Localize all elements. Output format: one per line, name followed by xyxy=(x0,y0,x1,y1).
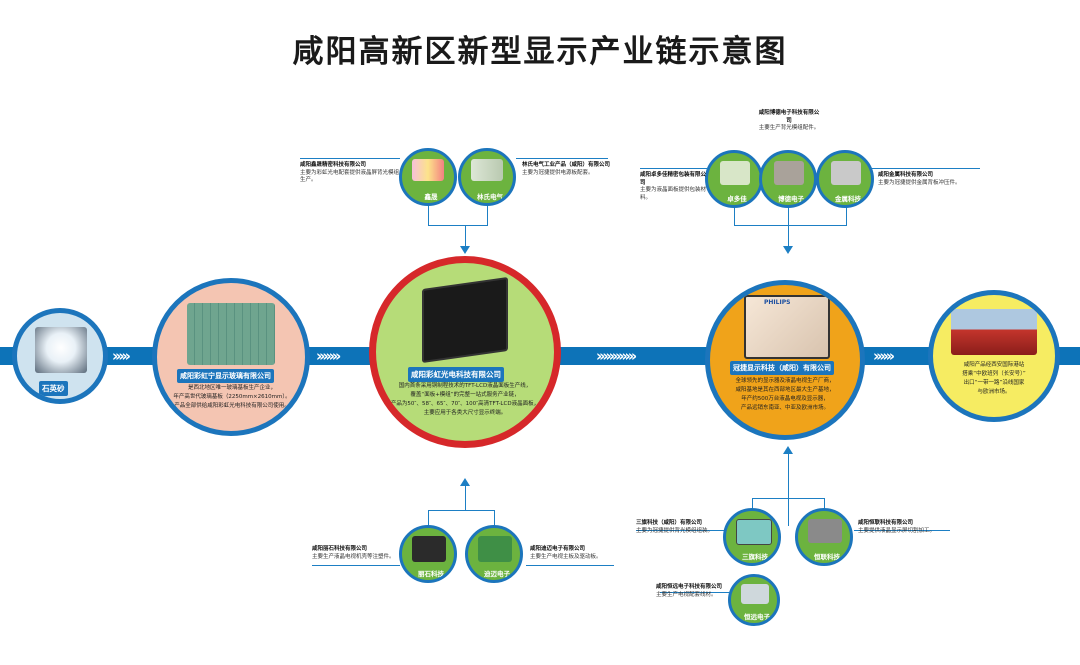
philips-brand: PHILIPS xyxy=(764,299,791,306)
connector-line xyxy=(428,205,429,225)
supplier-label: 迪迈电子 xyxy=(484,570,510,578)
supplier-image xyxy=(478,536,512,562)
connector-line xyxy=(487,205,488,225)
connector-line xyxy=(824,498,825,510)
note-sanqi: 三旗科技（咸阳）有限公司 主要为冠捷提供背光模组组装。 xyxy=(636,520,714,534)
supplier-linshi: 林氏电气 xyxy=(458,148,516,206)
supplier-hengyuan: 恒远电子 xyxy=(728,574,780,626)
note-pointer xyxy=(854,530,950,531)
panel-company-label: 咸阳彩虹光电科技有限公司 xyxy=(408,367,504,382)
lcd-panel-image xyxy=(422,276,508,364)
chevron-arrows-icon: ››››››› xyxy=(316,347,341,365)
arrow-down-icon xyxy=(783,246,793,254)
supplier-dimai: 迪迈电子 xyxy=(465,525,523,583)
supplier-image xyxy=(774,161,804,185)
supplier-image xyxy=(736,519,772,545)
connector-line xyxy=(788,454,789,526)
connector-line xyxy=(465,225,466,247)
node-panel-company: 咸阳彩虹光电科技有限公司 国内首条采用铜制程技术的TFT-LCD液晶面板生产线，… xyxy=(369,256,561,448)
connector-line xyxy=(752,498,753,510)
panel-description: 国内首条采用铜制程技术的TFT-LCD液晶面板生产线， 覆盖“面板+模组”的完整… xyxy=(390,383,540,416)
tv-company-label: 冠捷显示科技（咸阳）有限公司 xyxy=(730,361,834,375)
glass-description: 是西北地区唯一玻璃基板生产企业， 年产高世代玻璃基板（2250mm×2610mm… xyxy=(173,385,291,409)
supplier-image xyxy=(720,161,750,185)
chevron-arrows-icon: ››››› xyxy=(112,347,131,365)
note-pointer xyxy=(640,168,708,169)
connector-line xyxy=(752,498,824,499)
supplier-label: 林氏电气 xyxy=(477,193,503,201)
note-pointer xyxy=(526,565,614,566)
note-pointer xyxy=(872,168,980,169)
supplier-label: 鑫晟 xyxy=(424,193,438,201)
connector-line xyxy=(465,486,466,510)
note-bode: 咸阳博德电子科技有限公司 主要生产背光模组配件。 xyxy=(758,110,820,131)
node-glass-substrate: 咸阳彩虹宁显示玻璃有限公司 是西北地区唯一玻璃基板生产企业， 年产高世代玻璃基板… xyxy=(152,278,310,436)
quartz-sand-image xyxy=(35,327,87,373)
note-pointer xyxy=(636,530,724,531)
note-pointer xyxy=(516,158,608,159)
glass-substrate-image xyxy=(187,303,275,365)
train-image xyxy=(951,309,1037,355)
connector-line xyxy=(428,225,488,226)
note-zhuoduojia: 咸阳卓多佳精密包装有限公司 主要为液晶面板提供包装材料。 xyxy=(640,172,707,201)
arrow-up-icon xyxy=(783,446,793,454)
note-dimai: 咸阳迪迈电子有限公司 主要生产电视主板及驱动板。 xyxy=(530,546,602,560)
supplier-label: 金属科技 xyxy=(835,195,861,203)
note-pointer xyxy=(660,592,730,593)
supplier-label: 三旗科技 xyxy=(742,553,768,561)
supplier-image xyxy=(808,519,842,543)
supplier-henglian: 恒联科技 xyxy=(795,508,853,566)
note-pointer xyxy=(300,158,400,159)
connector-line xyxy=(494,510,495,526)
supplier-label: 卓多佳 xyxy=(727,195,747,203)
supplier-image xyxy=(412,536,446,562)
note-xinsheng: 咸阳鑫晟精密科技有限公司 主要为彩虹光电配套提供液晶屏背光模组生产。 xyxy=(300,162,400,183)
supplier-label: 恒联科技 xyxy=(814,553,840,561)
node-export-train: 咸阳产品经西安国际港站 搭乘“中欧班列（长安号）” 出口“一带一路”沿线国家 与… xyxy=(928,290,1060,422)
chevron-arrows-icon: ›››››› xyxy=(873,347,895,365)
node-tv-company: PHILIPS 冠捷显示科技（咸阳）有限公司 全球领先的显示器及液晶电视生产厂商… xyxy=(705,280,865,440)
note-lishi: 咸阳丽石科技有限公司 主要生产液晶电视机壳等注塑件。 xyxy=(312,546,395,560)
connector-line xyxy=(846,207,847,225)
supplier-lishi: 丽石科技 xyxy=(399,525,457,583)
supplier-label: 恒远电子 xyxy=(744,613,770,621)
tv-product-image: PHILIPS xyxy=(744,295,830,359)
supplier-sanqi: 三旗科技 xyxy=(723,508,781,566)
tv-description: 全球领先的显示器及液晶电视生产厂商， 咸阳基地是其在西部地区最大生产基地， 年产… xyxy=(735,378,835,411)
supplier-image xyxy=(741,584,769,604)
note-pointer xyxy=(312,565,400,566)
connector-line xyxy=(788,207,789,247)
connector-line xyxy=(428,510,429,526)
arrow-down-icon xyxy=(460,246,470,254)
chevron-arrows-icon: ›››››››››››› xyxy=(596,347,637,365)
supplier-xinsheng: 鑫晟 xyxy=(399,148,457,206)
connector-line xyxy=(734,225,847,226)
connector-line xyxy=(428,510,494,511)
note-henglian: 咸阳恒联科技有限公司 主要提供液晶显示屏切割加工。 xyxy=(858,520,936,534)
supplier-label: 丽石科技 xyxy=(418,570,444,578)
supplier-zhuoduojia: 卓多佳 xyxy=(705,150,763,208)
supplier-image xyxy=(412,159,444,181)
connector-line xyxy=(734,207,735,225)
page-title: 咸阳高新区新型显示产业链示意图 xyxy=(292,34,788,70)
note-hengyuan: 咸阳恒远电子科技有限公司 主要生产电视配套线材。 xyxy=(656,584,723,598)
supplier-jinshu: 金属科技 xyxy=(816,150,874,208)
note-linshi: 林氏电气工业产品（咸阳）有限公司 主要为冠捷提供电源板配套。 xyxy=(522,162,611,176)
supplier-image xyxy=(831,161,861,185)
node-quartz-sand: 石英砂 xyxy=(12,308,108,404)
supplier-bode: 博德电子 xyxy=(759,150,817,208)
arrow-up-icon xyxy=(460,478,470,486)
note-jinshu: 咸阳金属科技有限公司 主要为冠捷提供金属背板冲压件。 xyxy=(878,172,961,186)
supplier-label: 博德电子 xyxy=(778,195,804,203)
train-description: 咸阳产品经西安国际港站 搭乘“中欧班列（长安号）” 出口“一带一路”沿线国家 与… xyxy=(962,362,1026,395)
supplier-image xyxy=(471,159,503,181)
glass-company-label: 咸阳彩虹宁显示玻璃有限公司 xyxy=(177,369,274,383)
quartz-sand-label: 石英砂 xyxy=(39,381,68,396)
